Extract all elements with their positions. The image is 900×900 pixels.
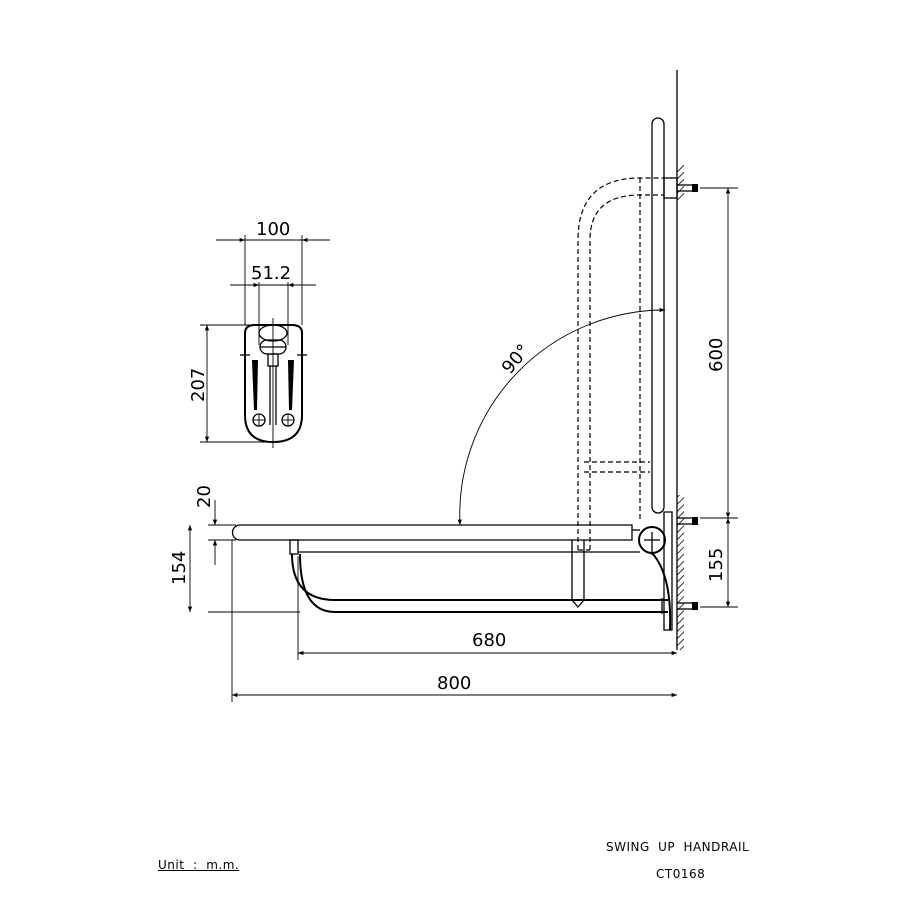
side-view (240, 318, 307, 448)
angle-label: 90° (498, 340, 535, 378)
svg-text:20: 20 (194, 485, 215, 508)
svg-text:600: 600 (706, 338, 727, 372)
horizontal-arm (231, 524, 633, 541)
svg-text:800: 800 (437, 673, 471, 694)
svg-text:100: 100 (256, 219, 290, 240)
dim-600: 600 (700, 187, 738, 519)
dim-20: 20 (194, 485, 218, 565)
hinge (638, 526, 672, 631)
model-number: CT0168 (656, 867, 706, 881)
wall-screws (663, 177, 698, 610)
svg-text:207: 207 (188, 368, 209, 402)
svg-text:154: 154 (169, 551, 190, 585)
unit-label: Unit : m.m. (158, 858, 240, 872)
swing-arc (457, 307, 666, 526)
lower-frame (289, 539, 668, 614)
swing-frame-dashed (577, 177, 664, 551)
dim-100: 100 (216, 219, 330, 325)
drawing-title: SWING UP HANDRAIL (606, 840, 750, 854)
svg-text:51.2: 51.2 (251, 263, 291, 284)
dim-207: 207 (188, 324, 273, 443)
wall (676, 70, 684, 650)
svg-text:680: 680 (472, 630, 506, 651)
dim-155: 155 (700, 518, 738, 608)
dim-800: 800 (231, 540, 677, 702)
svg-text:155: 155 (706, 548, 727, 582)
dim-154: 154 (169, 524, 300, 613)
wall-bracket (663, 511, 673, 631)
dim-51-2: 51.2 (230, 263, 316, 345)
dim-680: 680 (297, 556, 677, 660)
upright-rail (651, 117, 665, 514)
